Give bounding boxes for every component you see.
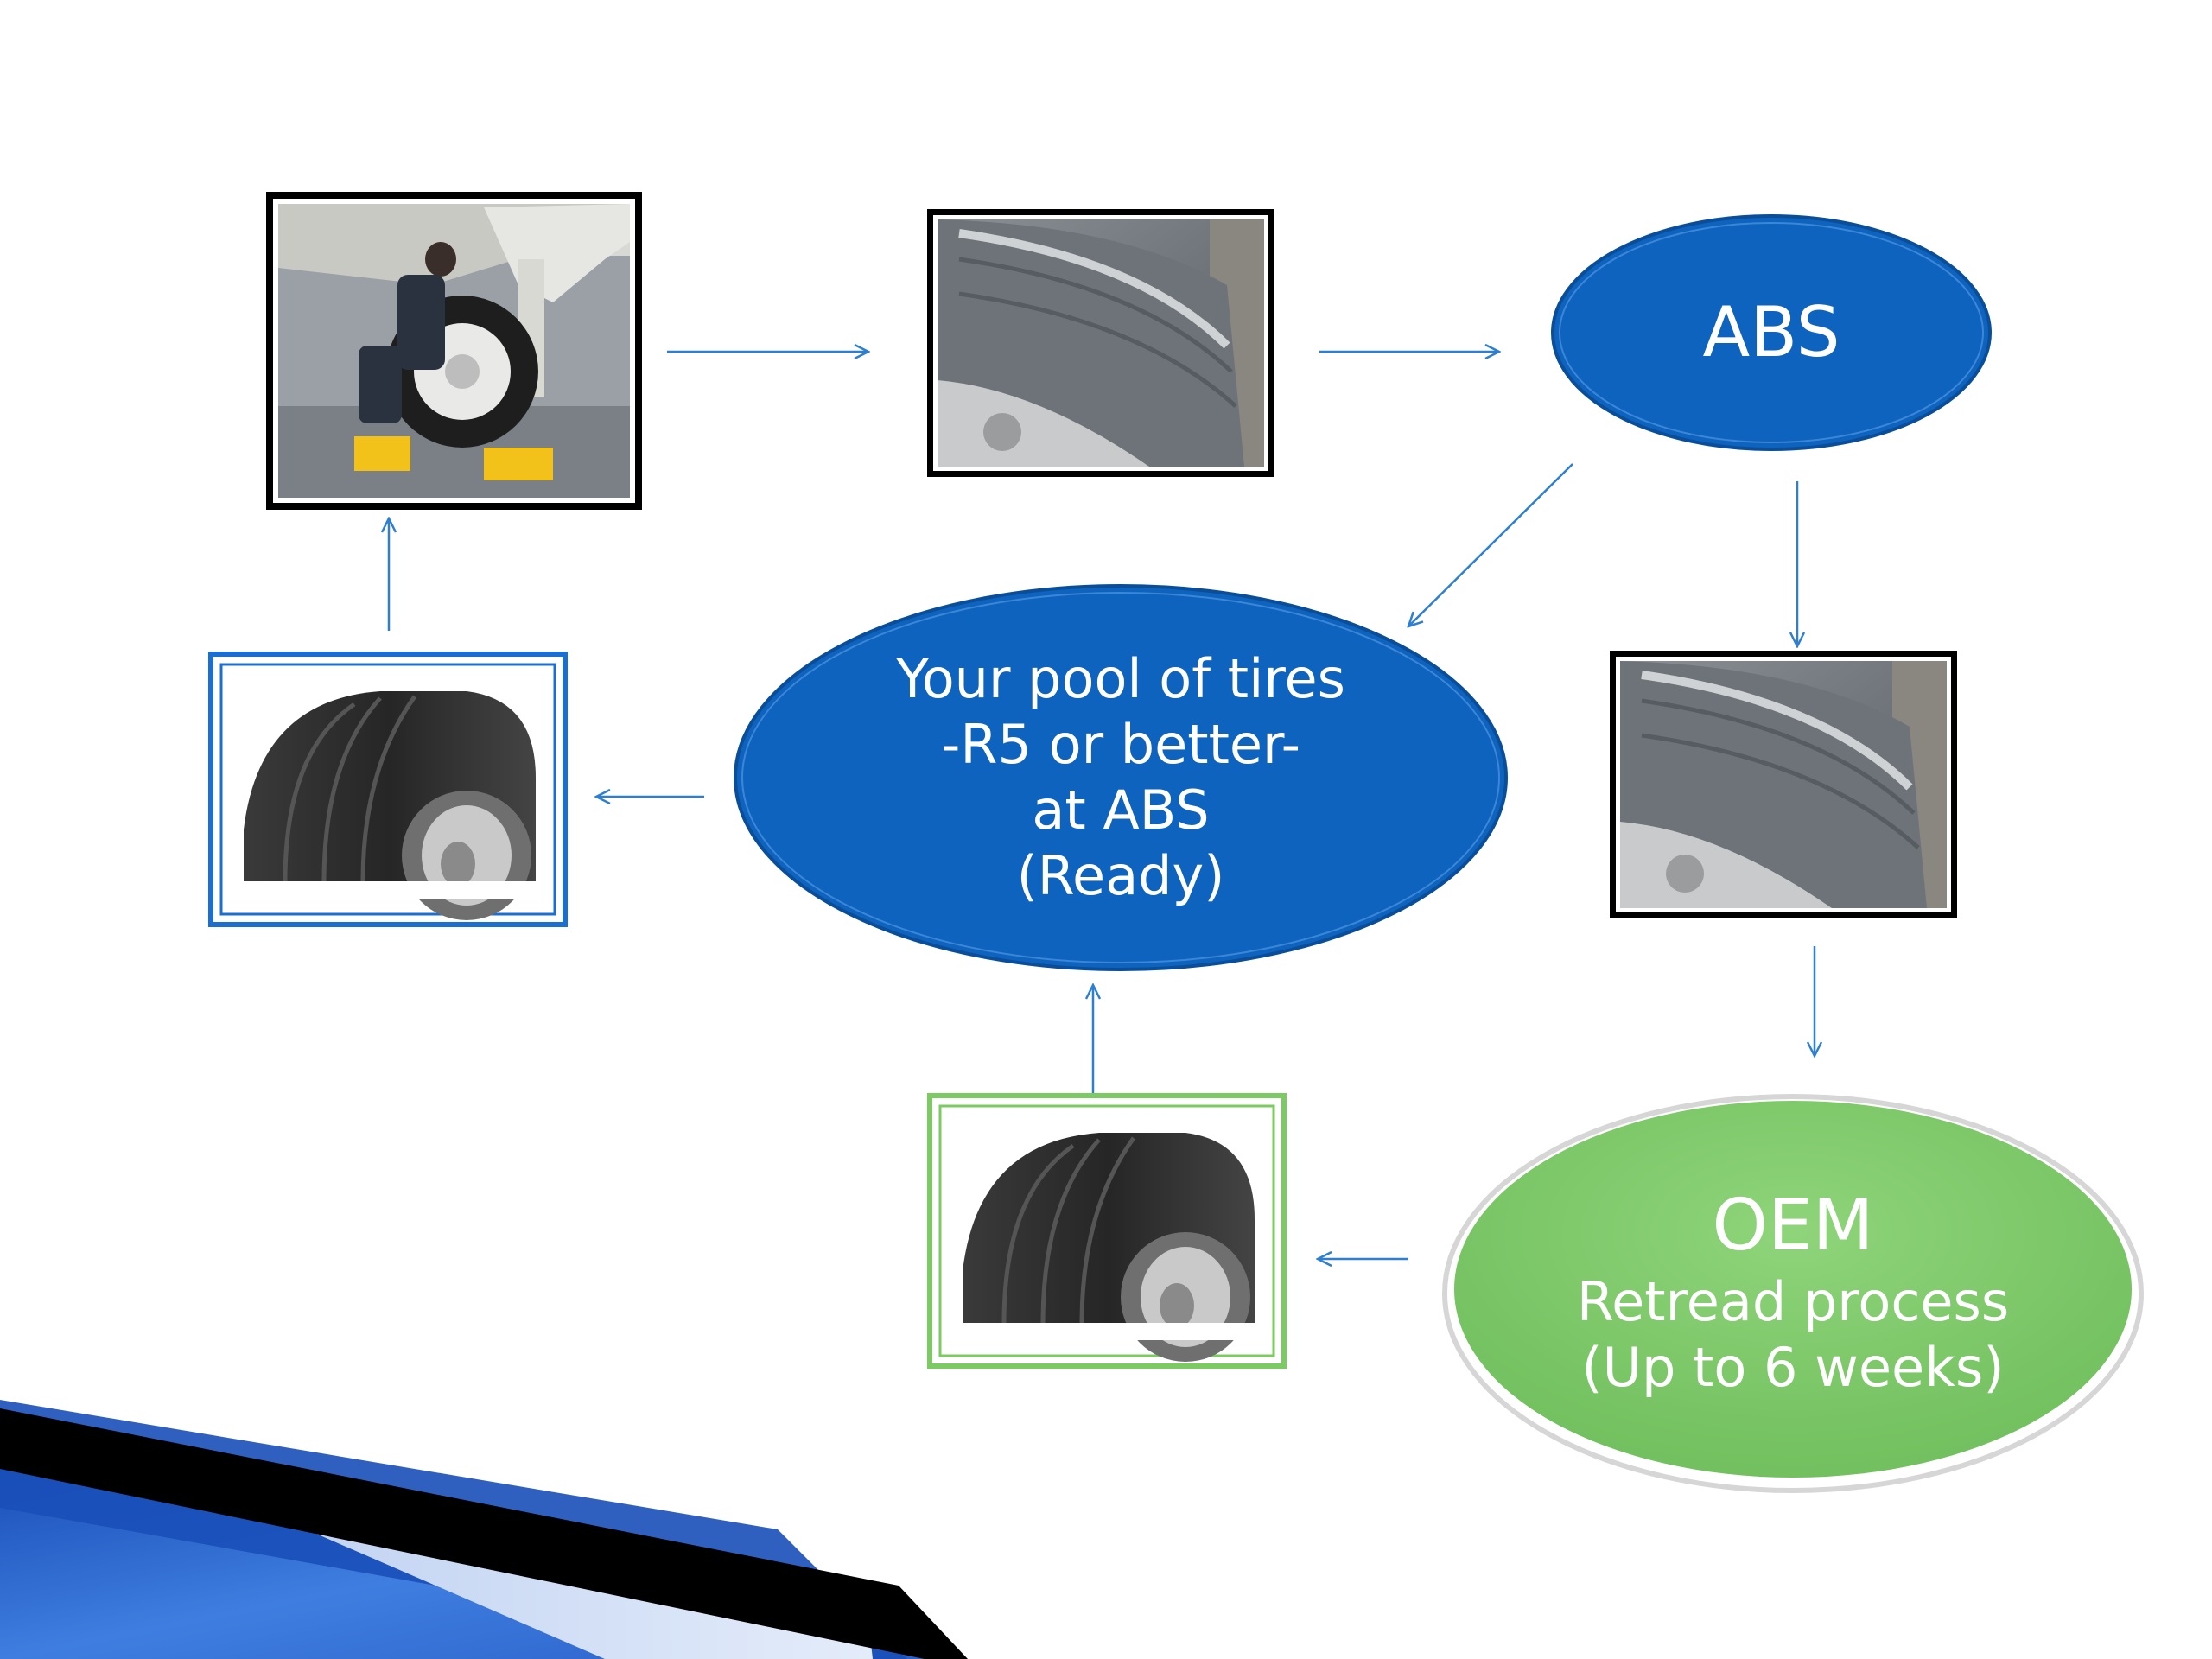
abs-label: ABS <box>1553 216 1990 449</box>
pool-line-2: -R5 or better- <box>941 713 1300 776</box>
arrow-abs-to-pool <box>1408 463 1573 626</box>
arrows <box>389 352 1815 1259</box>
pool-line-3: at ABS <box>1032 779 1210 842</box>
photo-ready-tire-blue <box>208 652 568 927</box>
oem-title: OEM <box>1712 1185 1874 1267</box>
pool-line-4: (Ready) <box>1016 844 1225 907</box>
abs-label-text: ABS <box>1702 292 1840 372</box>
photo-worn-tire-1 <box>927 209 1274 477</box>
oem-line-1: Retread process <box>1576 1270 2010 1333</box>
pool-node <box>734 584 1508 971</box>
oem-label: OEM Retread process (Up to 6 weeks) <box>1452 1149 2134 1434</box>
abs-node <box>1551 214 1992 451</box>
oem-node <box>1442 1094 2144 1493</box>
pool-label: Your pool of tires -R5 or better- at ABS… <box>735 605 1506 950</box>
photo-worn-tire-2 <box>1610 651 1957 918</box>
photo-mechanic-tire-change <box>266 192 642 510</box>
decorative-corner-band <box>0 1400 968 1659</box>
pool-line-1: Your pool of tires <box>896 647 1345 710</box>
oem-line-2: (Up to 6 weeks) <box>1581 1336 2005 1399</box>
photo-retreaded-tire-green <box>927 1093 1287 1369</box>
